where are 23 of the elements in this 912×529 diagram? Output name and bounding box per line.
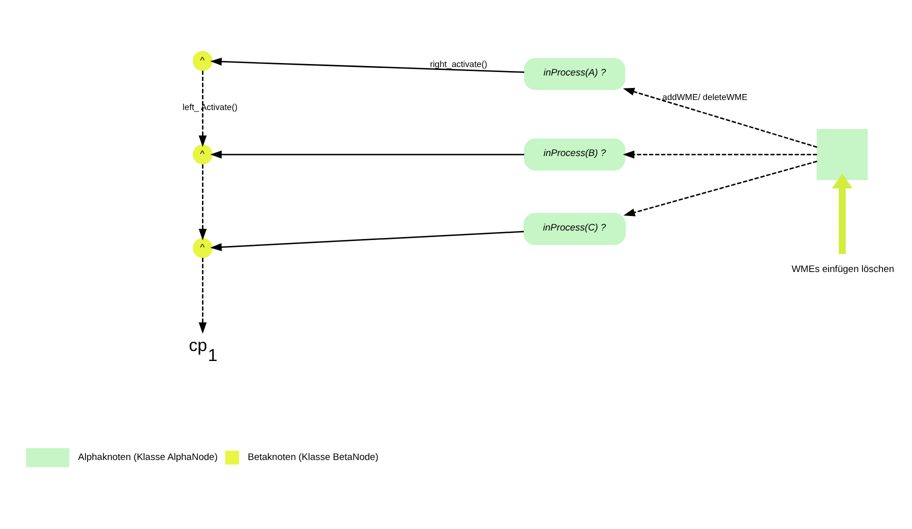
node-box: inProcess(B) ?: [524, 138, 626, 171]
arrow: [832, 174, 853, 254]
arrow: [210, 230, 524, 252]
arrow: [198, 258, 207, 334]
node-circle: ^: [192, 238, 213, 258]
arrow: [198, 164, 207, 240]
arrow: [622, 150, 818, 159]
arrow: [198, 70, 207, 147]
node-circle: ^: [192, 51, 213, 71]
edge-label: left_ Activate(): [182, 102, 238, 112]
node-box: inProcess(A) ?: [524, 58, 626, 90]
arrow: [210, 150, 524, 159]
node-circle: ^: [192, 144, 213, 164]
node-box: [816, 128, 868, 180]
arrow: [622, 88, 818, 148]
arrow: [210, 58, 524, 73]
node-box: inProcess(C) ?: [524, 212, 626, 246]
arrow: [623, 160, 818, 216]
edge-label: addWME/ deleteWME: [662, 92, 748, 102]
node-text: WMEs einfügen löschen: [792, 264, 894, 276]
legend-label: Betaknoten (Klasse BetaNode): [248, 452, 378, 464]
legend-label: Alphaknoten (Klasse AlphaNode): [78, 452, 218, 464]
edge-label: right_activate(): [430, 59, 488, 70]
